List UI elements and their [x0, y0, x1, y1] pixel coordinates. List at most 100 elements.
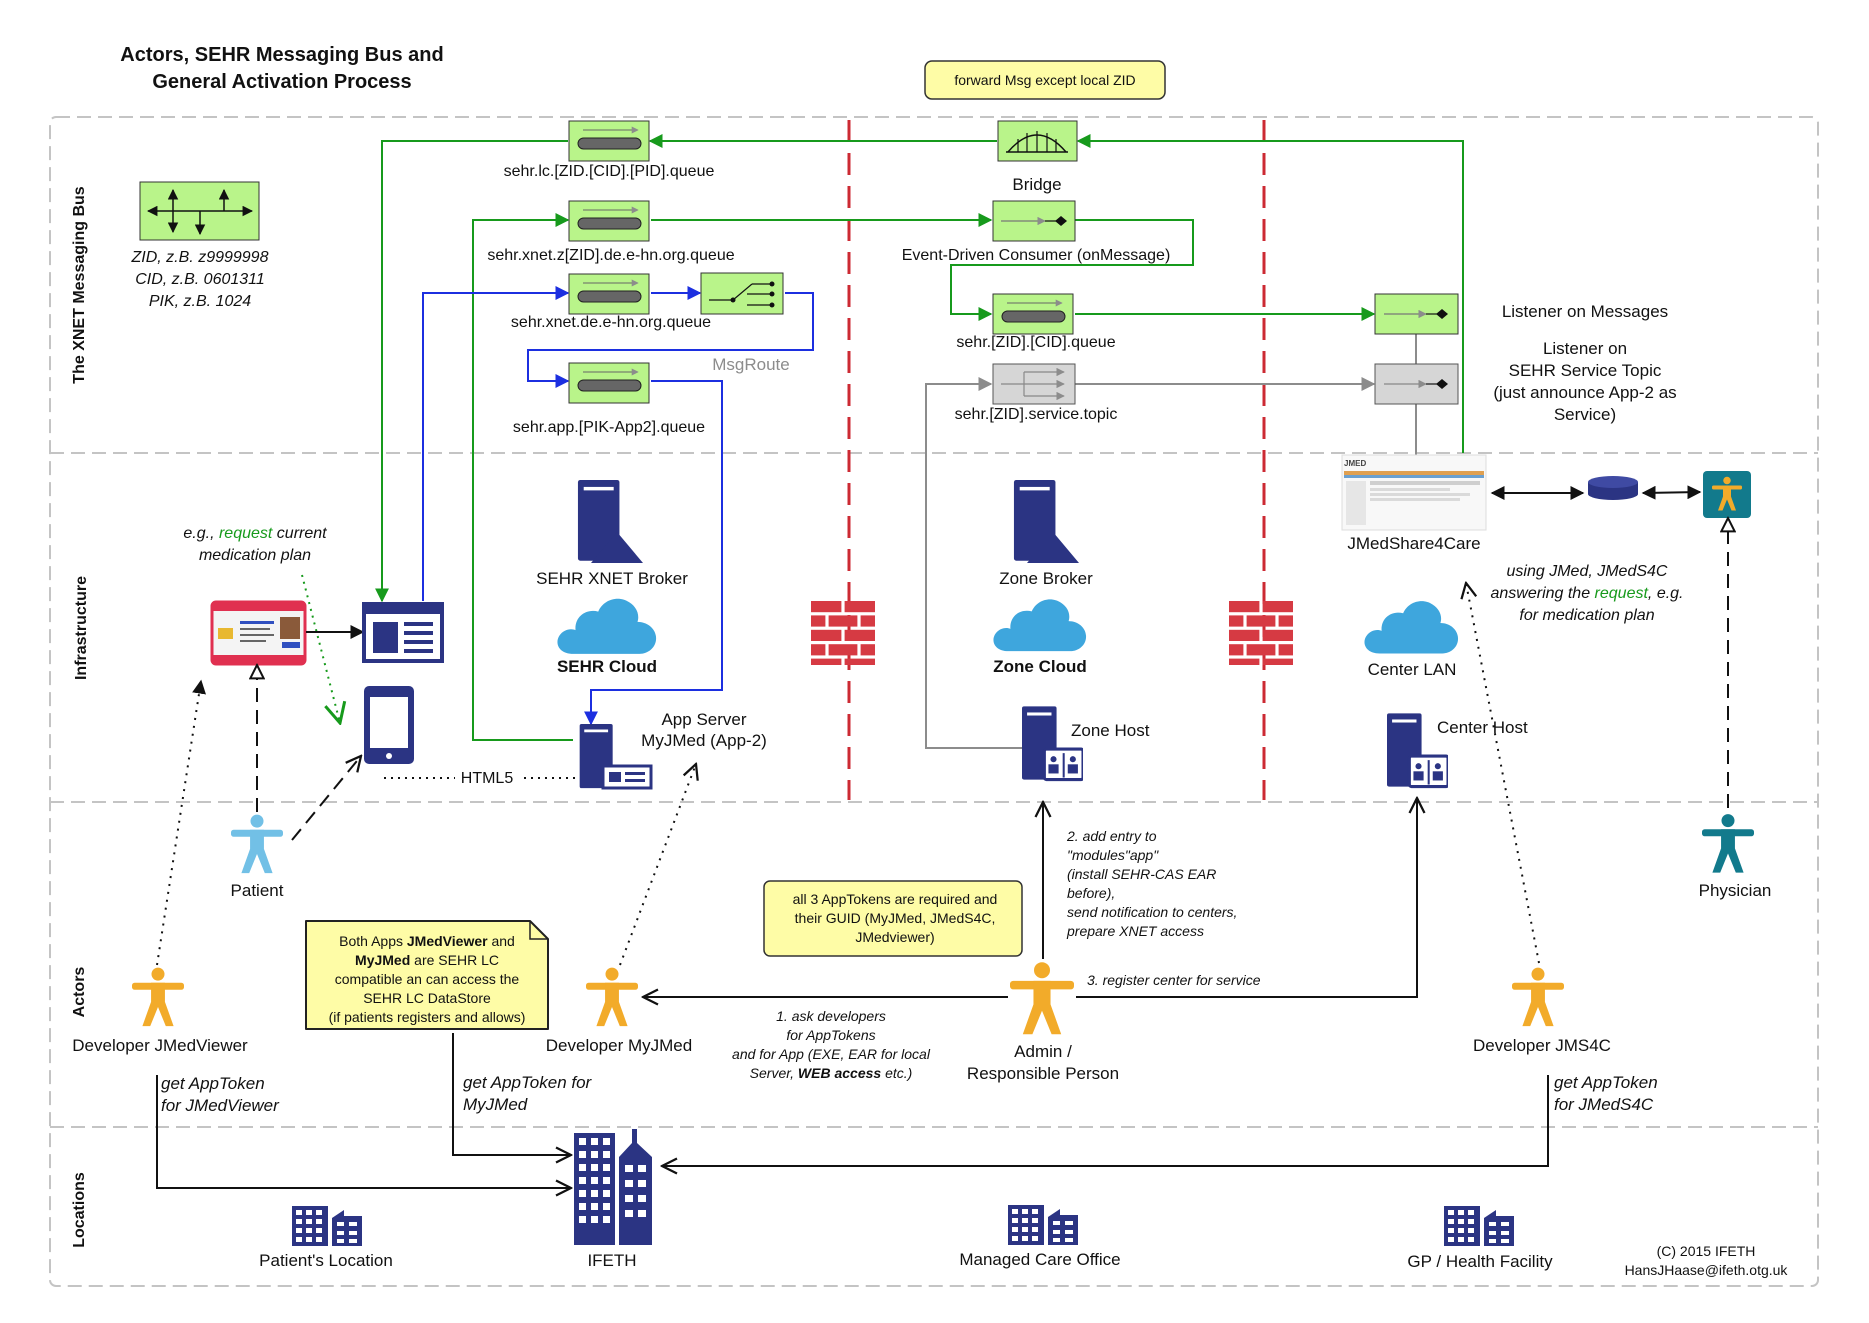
- zone-cloud-label: Zone Cloud: [993, 657, 1086, 676]
- patient-location-label: Patient's Location: [259, 1251, 393, 1270]
- bridge: [997, 120, 1078, 162]
- service-topic: [992, 363, 1076, 405]
- ifeth-building-icon: [574, 1129, 652, 1245]
- managed-care-icon: [1008, 1205, 1078, 1245]
- listener-topic-line-4: Service): [1554, 405, 1616, 424]
- tokens-note-line-3: JMedviewer): [855, 929, 934, 945]
- token-jms4c-line-2: for JMedS4C: [1554, 1095, 1654, 1114]
- answer-note-line-1: using JMed, JMedS4C: [1507, 563, 1668, 580]
- svg-text:answering the request, e.g.: answering the request, e.g.: [1490, 585, 1683, 602]
- tokens-note: [763, 880, 1023, 957]
- step2-line-6: prepare XNET access: [1066, 923, 1204, 939]
- dev-jmedviewer-label: Developer JMedViewer: [72, 1036, 248, 1055]
- title-line-2: General Activation Process: [152, 71, 411, 93]
- consumer: [992, 200, 1076, 242]
- step2-line-4: before),: [1067, 885, 1115, 901]
- tablet-icon: [364, 686, 414, 764]
- app-server-label-2: MyJMed (App-2): [641, 731, 767, 750]
- gray-flows: [925, 329, 1417, 749]
- forward-note-text: forward Msg except local ZID: [954, 72, 1135, 88]
- jmedshare-screenshot: JMED: [1341, 454, 1487, 531]
- center-host-label: Center Host: [1437, 718, 1528, 737]
- sehr-broker-label: SEHR XNET Broker: [536, 569, 688, 588]
- request-note-highlight: request: [219, 525, 273, 542]
- patient-to-tablet: [291, 756, 361, 841]
- zone-cloud-icon: [993, 599, 1087, 652]
- title-line-1: Actors, SEHR Messaging Bus and: [120, 44, 443, 66]
- listener-topic-line-2: SEHR Service Topic: [1509, 361, 1662, 380]
- listener-messages: [1374, 293, 1459, 335]
- answer-note-highlight: request: [1595, 585, 1649, 602]
- both-apps-line-1-post: and: [488, 933, 515, 949]
- request-note: e.g., request current medication plan: [183, 525, 327, 564]
- queue-zid-cid-label: sehr.[ZID].[CID].queue: [956, 334, 1115, 351]
- copyright-label: (C) 2015 IFETH: [1657, 1243, 1756, 1259]
- queue-lc: [568, 120, 650, 162]
- both-apps-line-2-post: are SEHR LC: [410, 952, 499, 968]
- swimlanes: [49, 116, 1819, 1287]
- patient-figure: [231, 814, 283, 874]
- database-icon: [1588, 476, 1638, 500]
- request-note-line-2: medication plan: [199, 547, 311, 564]
- admin-to-centerhost: [1076, 798, 1417, 998]
- legend-zid: ZID, z.B. z9999998: [131, 249, 269, 266]
- physician-app-icon: [1703, 471, 1751, 518]
- token-viewer-line-1: get AppToken: [161, 1074, 265, 1093]
- patient-location-icon: [292, 1206, 362, 1246]
- request-note-post: current: [272, 525, 327, 542]
- queue-xnet-label: sehr.xnet.de.e-hn.org.queue: [511, 314, 711, 331]
- app-server-label-1: App Server: [661, 710, 746, 729]
- physician-label: Physician: [1699, 881, 1772, 900]
- listener-topic: [1374, 363, 1459, 405]
- dev-jms4c-label: Developer JMS4C: [1473, 1036, 1611, 1055]
- dev-jms4c-figure: [1512, 967, 1564, 1027]
- answer-note: using JMed, JMedS4C answering the reques…: [1490, 563, 1683, 624]
- tokens-note-line-2: their GUID (MyJMed, JMedS4C,: [795, 910, 996, 926]
- center-lan-icon: [1364, 601, 1459, 654]
- both-apps-note: [305, 920, 549, 1030]
- lane-label-bus: The XNET Messaging Bus: [71, 186, 88, 383]
- lane-label-actors: Actors: [71, 967, 88, 1018]
- step2-line-3: (install SEHR-CAS EAR: [1067, 866, 1216, 882]
- queue-xnet: [568, 273, 650, 315]
- answer-note-line-3: for medication plan: [1519, 607, 1654, 624]
- sehr-cloud-label: SEHR Cloud: [557, 657, 657, 676]
- consumer-label: Event-Driven Consumer (onMessage): [902, 247, 1171, 264]
- step1-line-3: and for App (EXE, EAR for local: [732, 1046, 931, 1062]
- step1-line-2: for AppTokens: [786, 1027, 875, 1043]
- center-lan-label: Center LAN: [1368, 660, 1457, 679]
- step2-line-2: "modules"app": [1067, 847, 1159, 863]
- step1-line-1: 1. ask developers: [776, 1008, 886, 1024]
- queue-xnet-z: [568, 200, 650, 242]
- legend-pik: PIK, z.B. 1024: [149, 293, 251, 310]
- zone-boundaries: [847, 120, 1266, 800]
- tokens-note-line-1: all 3 AppTokens are required and: [793, 891, 998, 907]
- queue-xnet-z-label: sehr.xnet.z[ZID].de.e-hn.org.queue: [487, 247, 734, 264]
- dev-myjmed-to-app: [619, 764, 696, 966]
- zone-host-icon: [1022, 706, 1083, 782]
- jmedshare-label: JMedShare4Care: [1347, 534, 1480, 553]
- admin-label-1: Admin /: [1014, 1042, 1072, 1061]
- gp-facility-icon: [1444, 1206, 1514, 1246]
- step3-label: 3. register center for service: [1087, 972, 1261, 988]
- bridge-label: Bridge: [1012, 175, 1061, 194]
- db-physician-link: [1641, 485, 1702, 500]
- forward-note: forward Msg except local ZID: [924, 60, 1166, 100]
- svg-text:e.g., request current: e.g., request current: [183, 525, 327, 542]
- email-label: HansJHaase@ifeth.otg.uk: [1625, 1262, 1789, 1278]
- both-apps-line-3: compatible an can access the: [335, 971, 520, 987]
- legend: ZID, z.B. z9999998 CID, z.B. 0601311 PIK…: [131, 181, 269, 310]
- dev-myjmed-label: Developer MyJMed: [546, 1036, 692, 1055]
- token-myjmed-line-2: MyJMed: [463, 1095, 528, 1114]
- managed-care-label: Managed Care Office: [959, 1250, 1120, 1269]
- lane-label-locations: Locations: [71, 1172, 88, 1248]
- topic-label: sehr.[ZID].service.topic: [955, 406, 1118, 423]
- queue-app-label: sehr.app.[PIK-App2].queue: [513, 419, 705, 436]
- health-card-icon: [210, 600, 307, 666]
- token-flows: [156, 1033, 1549, 1188]
- both-apps-line-4: SEHR LC DataStore: [363, 990, 491, 1006]
- listener-topic-line-3: (just announce App-2 as: [1493, 383, 1676, 402]
- svg-text:MyJMed are SEHR LC: MyJMed are SEHR LC: [355, 952, 499, 968]
